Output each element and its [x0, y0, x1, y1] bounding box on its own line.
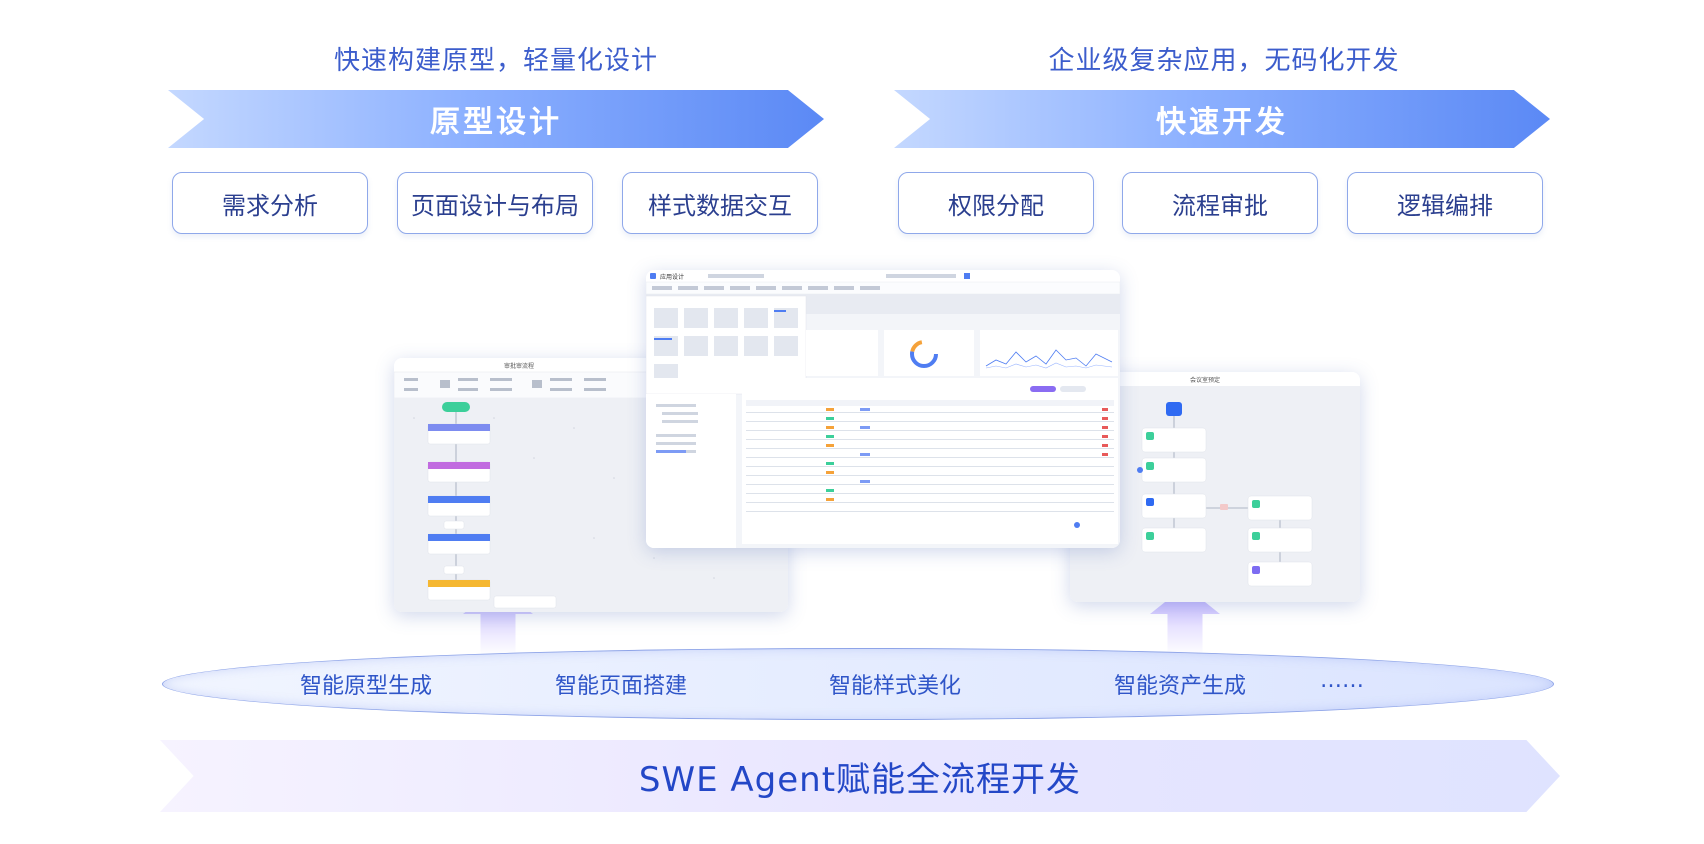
banner-prototype-design: 原型设计 [168, 90, 824, 148]
workflow-title: 审批审流程 [504, 362, 534, 370]
banner-fast-development: 快速开发 [894, 90, 1550, 148]
chip-logic-orchestration: 逻辑编排 [1347, 172, 1543, 234]
app-designer-preview: 应用设计 [646, 270, 1120, 548]
chip-style-data-interaction: 样式数据交互 [622, 172, 818, 234]
chip-permission-assignment: 权限分配 [898, 172, 1094, 234]
chip-page-design-layout: 页面设计与布局 [397, 172, 593, 234]
process-flow-title: 会议室预定 [1190, 376, 1220, 384]
capability-ellipse [162, 648, 1554, 720]
capability-more: …… [1320, 668, 1364, 693]
tagline-left: 快速构建原型，轻量化设计 [333, 46, 658, 76]
footer-banner: SWE Agent赋能全流程开发 [160, 740, 1560, 812]
screenshot-app-designer: 应用设计 [646, 270, 1120, 548]
app-designer-title: 应用设计 [660, 273, 684, 281]
capability-smart-asset: 智能资产生成 [1113, 674, 1246, 699]
tagline-right: 企业级复杂应用，无码化开发 [1048, 46, 1400, 76]
chip-process-approval: 流程审批 [1122, 172, 1318, 234]
capability-smart-prototype: 智能原型生成 [299, 674, 432, 699]
capability-smart-style: 智能样式美化 [828, 674, 961, 699]
chip-requirement-analysis: 需求分析 [172, 172, 368, 234]
capability-smart-page-build: 智能页面搭建 [554, 674, 687, 699]
